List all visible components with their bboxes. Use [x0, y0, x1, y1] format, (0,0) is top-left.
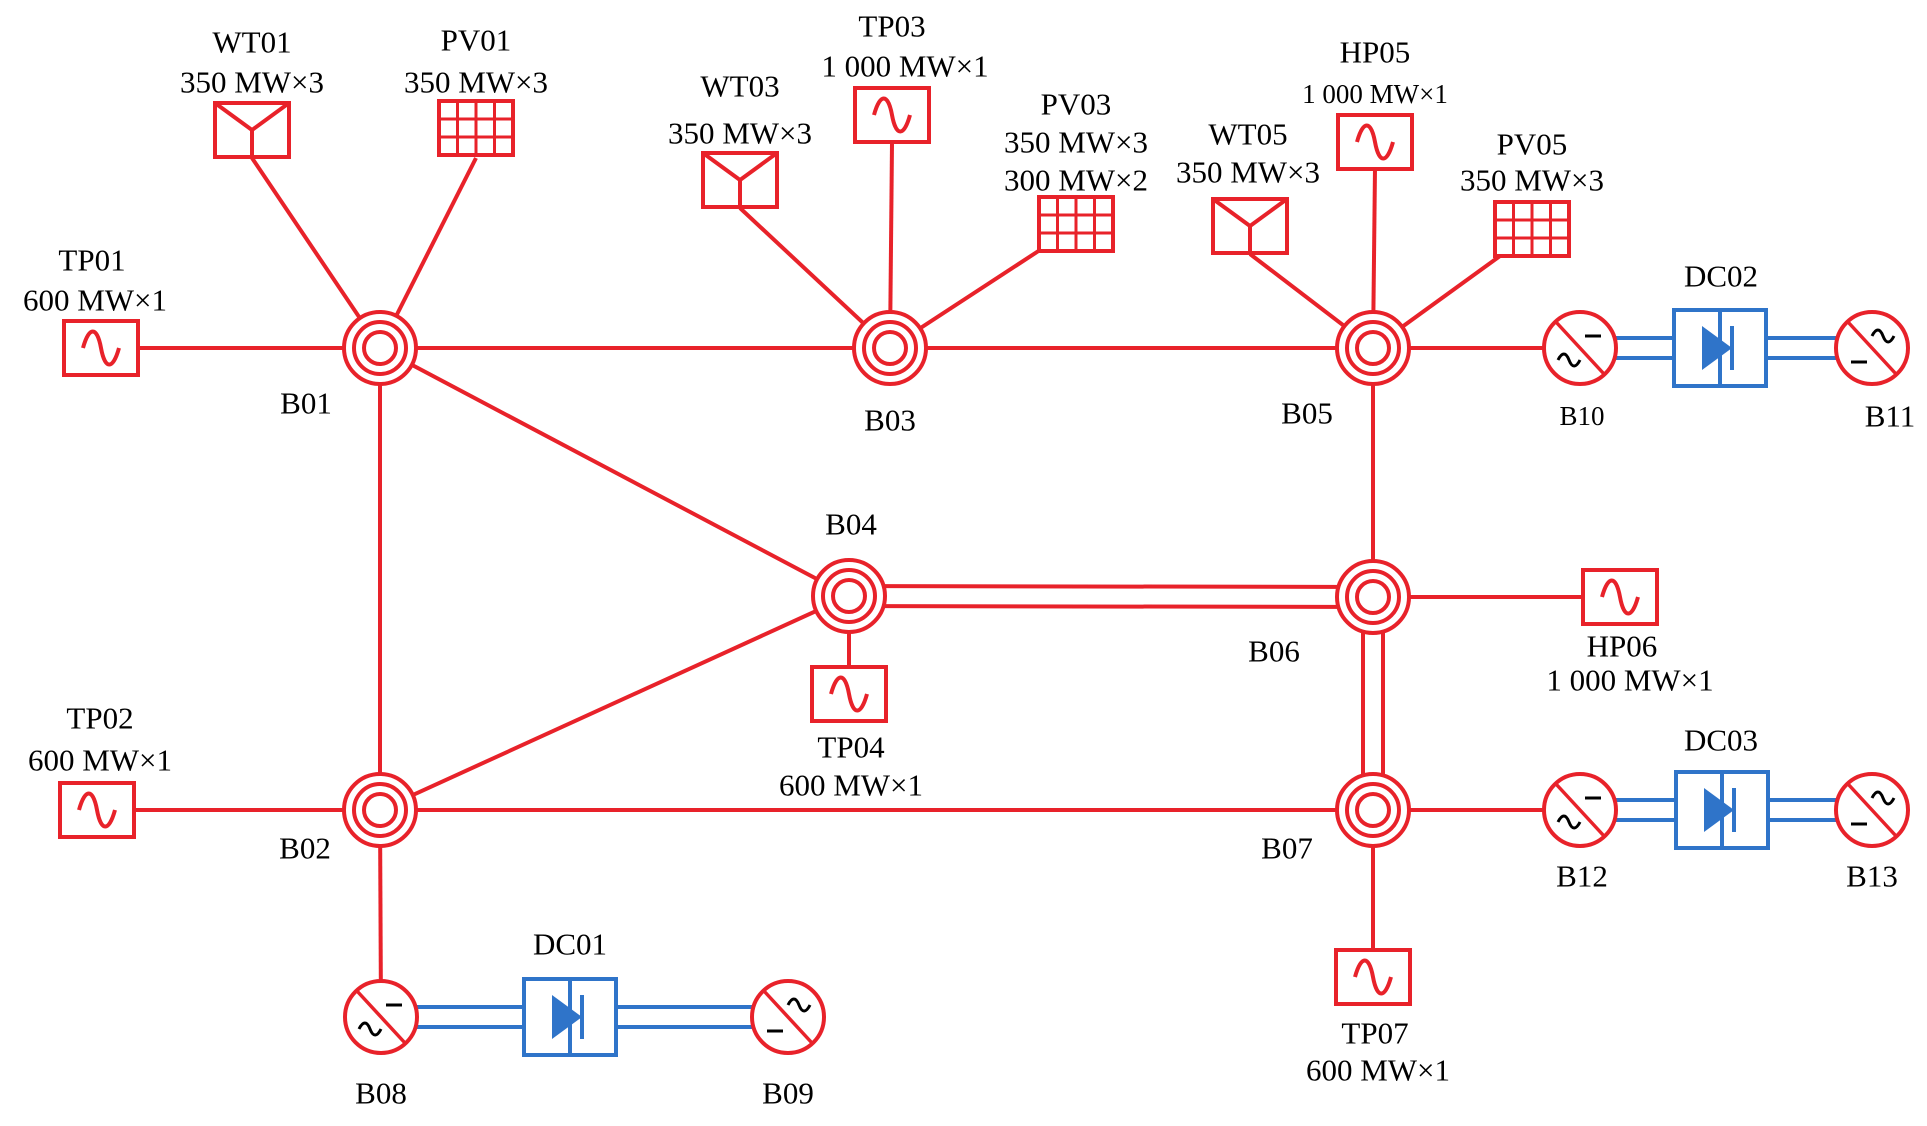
- label-tp01-name: TP01: [58, 243, 125, 278]
- label-pv03-rating: 350 MW×3: [1004, 125, 1148, 160]
- label-tp03-name: TP03: [858, 9, 925, 44]
- label-pv01-rating: 350 MW×3: [404, 65, 548, 100]
- solar-panel-icon: [437, 99, 515, 157]
- label-tp01-rating: 600 MW×1: [23, 283, 167, 318]
- ac-generator-icon: [58, 781, 136, 839]
- bus-b03: [852, 310, 928, 386]
- label-b10: B10: [1559, 401, 1604, 431]
- label-pv05-rating: 350 MW×3: [1460, 163, 1604, 198]
- label-tp03-rating: 1 000 MW×1: [821, 49, 988, 84]
- ac-generator-icon: [1581, 568, 1659, 626]
- dc-valve-icon: [1672, 308, 1768, 388]
- bus-b06: [1335, 559, 1411, 635]
- label-b06: B06: [1248, 634, 1300, 669]
- label-b11: B11: [1865, 399, 1916, 434]
- bus-b07: [1335, 772, 1411, 848]
- ac-generator-icon: [810, 665, 888, 723]
- label-tp04-rating: 600 MW×1: [779, 768, 923, 803]
- label-pv03-name: PV03: [1041, 87, 1112, 122]
- wind-turbine-icon: [1211, 197, 1289, 255]
- converter-icon: [1834, 772, 1910, 848]
- solar-panel-icon: [1037, 195, 1115, 253]
- label-tp02-name: TP02: [66, 701, 133, 736]
- label-pv03-rating2: 300 MW×2: [1004, 163, 1148, 198]
- label-dc01: DC01: [533, 927, 607, 962]
- label-b01: B01: [280, 386, 332, 421]
- label-dc03: DC03: [1684, 723, 1758, 758]
- solar-panel-icon: [1493, 200, 1571, 258]
- converter-icon: [1542, 772, 1618, 848]
- dc-valve-icon: [1674, 770, 1770, 850]
- label-b08: B08: [355, 1076, 407, 1111]
- bus-b04: [811, 558, 887, 634]
- ac-generator-icon: [853, 86, 931, 144]
- line-b02-b04: [379, 594, 850, 812]
- label-tp02-rating: 600 MW×1: [28, 743, 172, 778]
- wind-turbine-icon: [213, 101, 291, 159]
- label-pv05-name: PV05: [1497, 127, 1568, 162]
- label-hp05-rating: 1 000 MW×1: [1302, 79, 1448, 109]
- label-hp05-name: HP05: [1340, 35, 1411, 70]
- bus-b01: [342, 310, 418, 386]
- label-b05: B05: [1281, 396, 1333, 431]
- line-b01-b04: [379, 346, 850, 598]
- line-wt01-b01: [250, 156, 382, 350]
- label-hp06-name: HP06: [1587, 629, 1658, 664]
- wind-turbine-icon: [701, 151, 779, 209]
- label-b07: B07: [1261, 831, 1313, 866]
- label-wt01-name: WT01: [212, 25, 291, 60]
- label-b04: B04: [825, 507, 877, 542]
- label-wt01-rating: 350 MW×3: [180, 65, 324, 100]
- line-b04-b06-b: [848, 604, 1374, 609]
- converter-icon: [1542, 310, 1618, 386]
- label-b03: B03: [864, 403, 916, 438]
- label-wt05-rating: 350 MW×3: [1176, 155, 1320, 190]
- converter-icon: [1834, 310, 1910, 386]
- bus-b02: [342, 772, 418, 848]
- label-b02: B02: [279, 831, 331, 866]
- label-tp07-rating: 600 MW×1: [1306, 1053, 1450, 1088]
- label-wt05-name: WT05: [1208, 117, 1287, 152]
- converter-icon: [750, 979, 826, 1055]
- dc-valve-icon: [522, 977, 618, 1057]
- line-b04-b06-a: [848, 584, 1374, 589]
- ac-generator-icon: [62, 319, 140, 377]
- label-pv01-name: PV01: [441, 23, 512, 58]
- label-wt03-rating: 350 MW×3: [668, 116, 812, 151]
- ac-generator-icon: [1334, 948, 1412, 1006]
- label-hp06-rating: 1 000 MW×1: [1546, 663, 1713, 698]
- label-wt03-name: WT03: [700, 69, 779, 104]
- label-b12: B12: [1556, 859, 1608, 894]
- label-b09: B09: [762, 1076, 814, 1111]
- bus-b05: [1335, 310, 1411, 386]
- label-b13: B13: [1846, 859, 1898, 894]
- ac-generator-icon: [1336, 113, 1414, 171]
- converter-icon: [343, 979, 419, 1055]
- label-tp04-name: TP04: [817, 730, 885, 765]
- label-tp07-name: TP07: [1341, 1016, 1408, 1051]
- label-dc02: DC02: [1684, 259, 1758, 294]
